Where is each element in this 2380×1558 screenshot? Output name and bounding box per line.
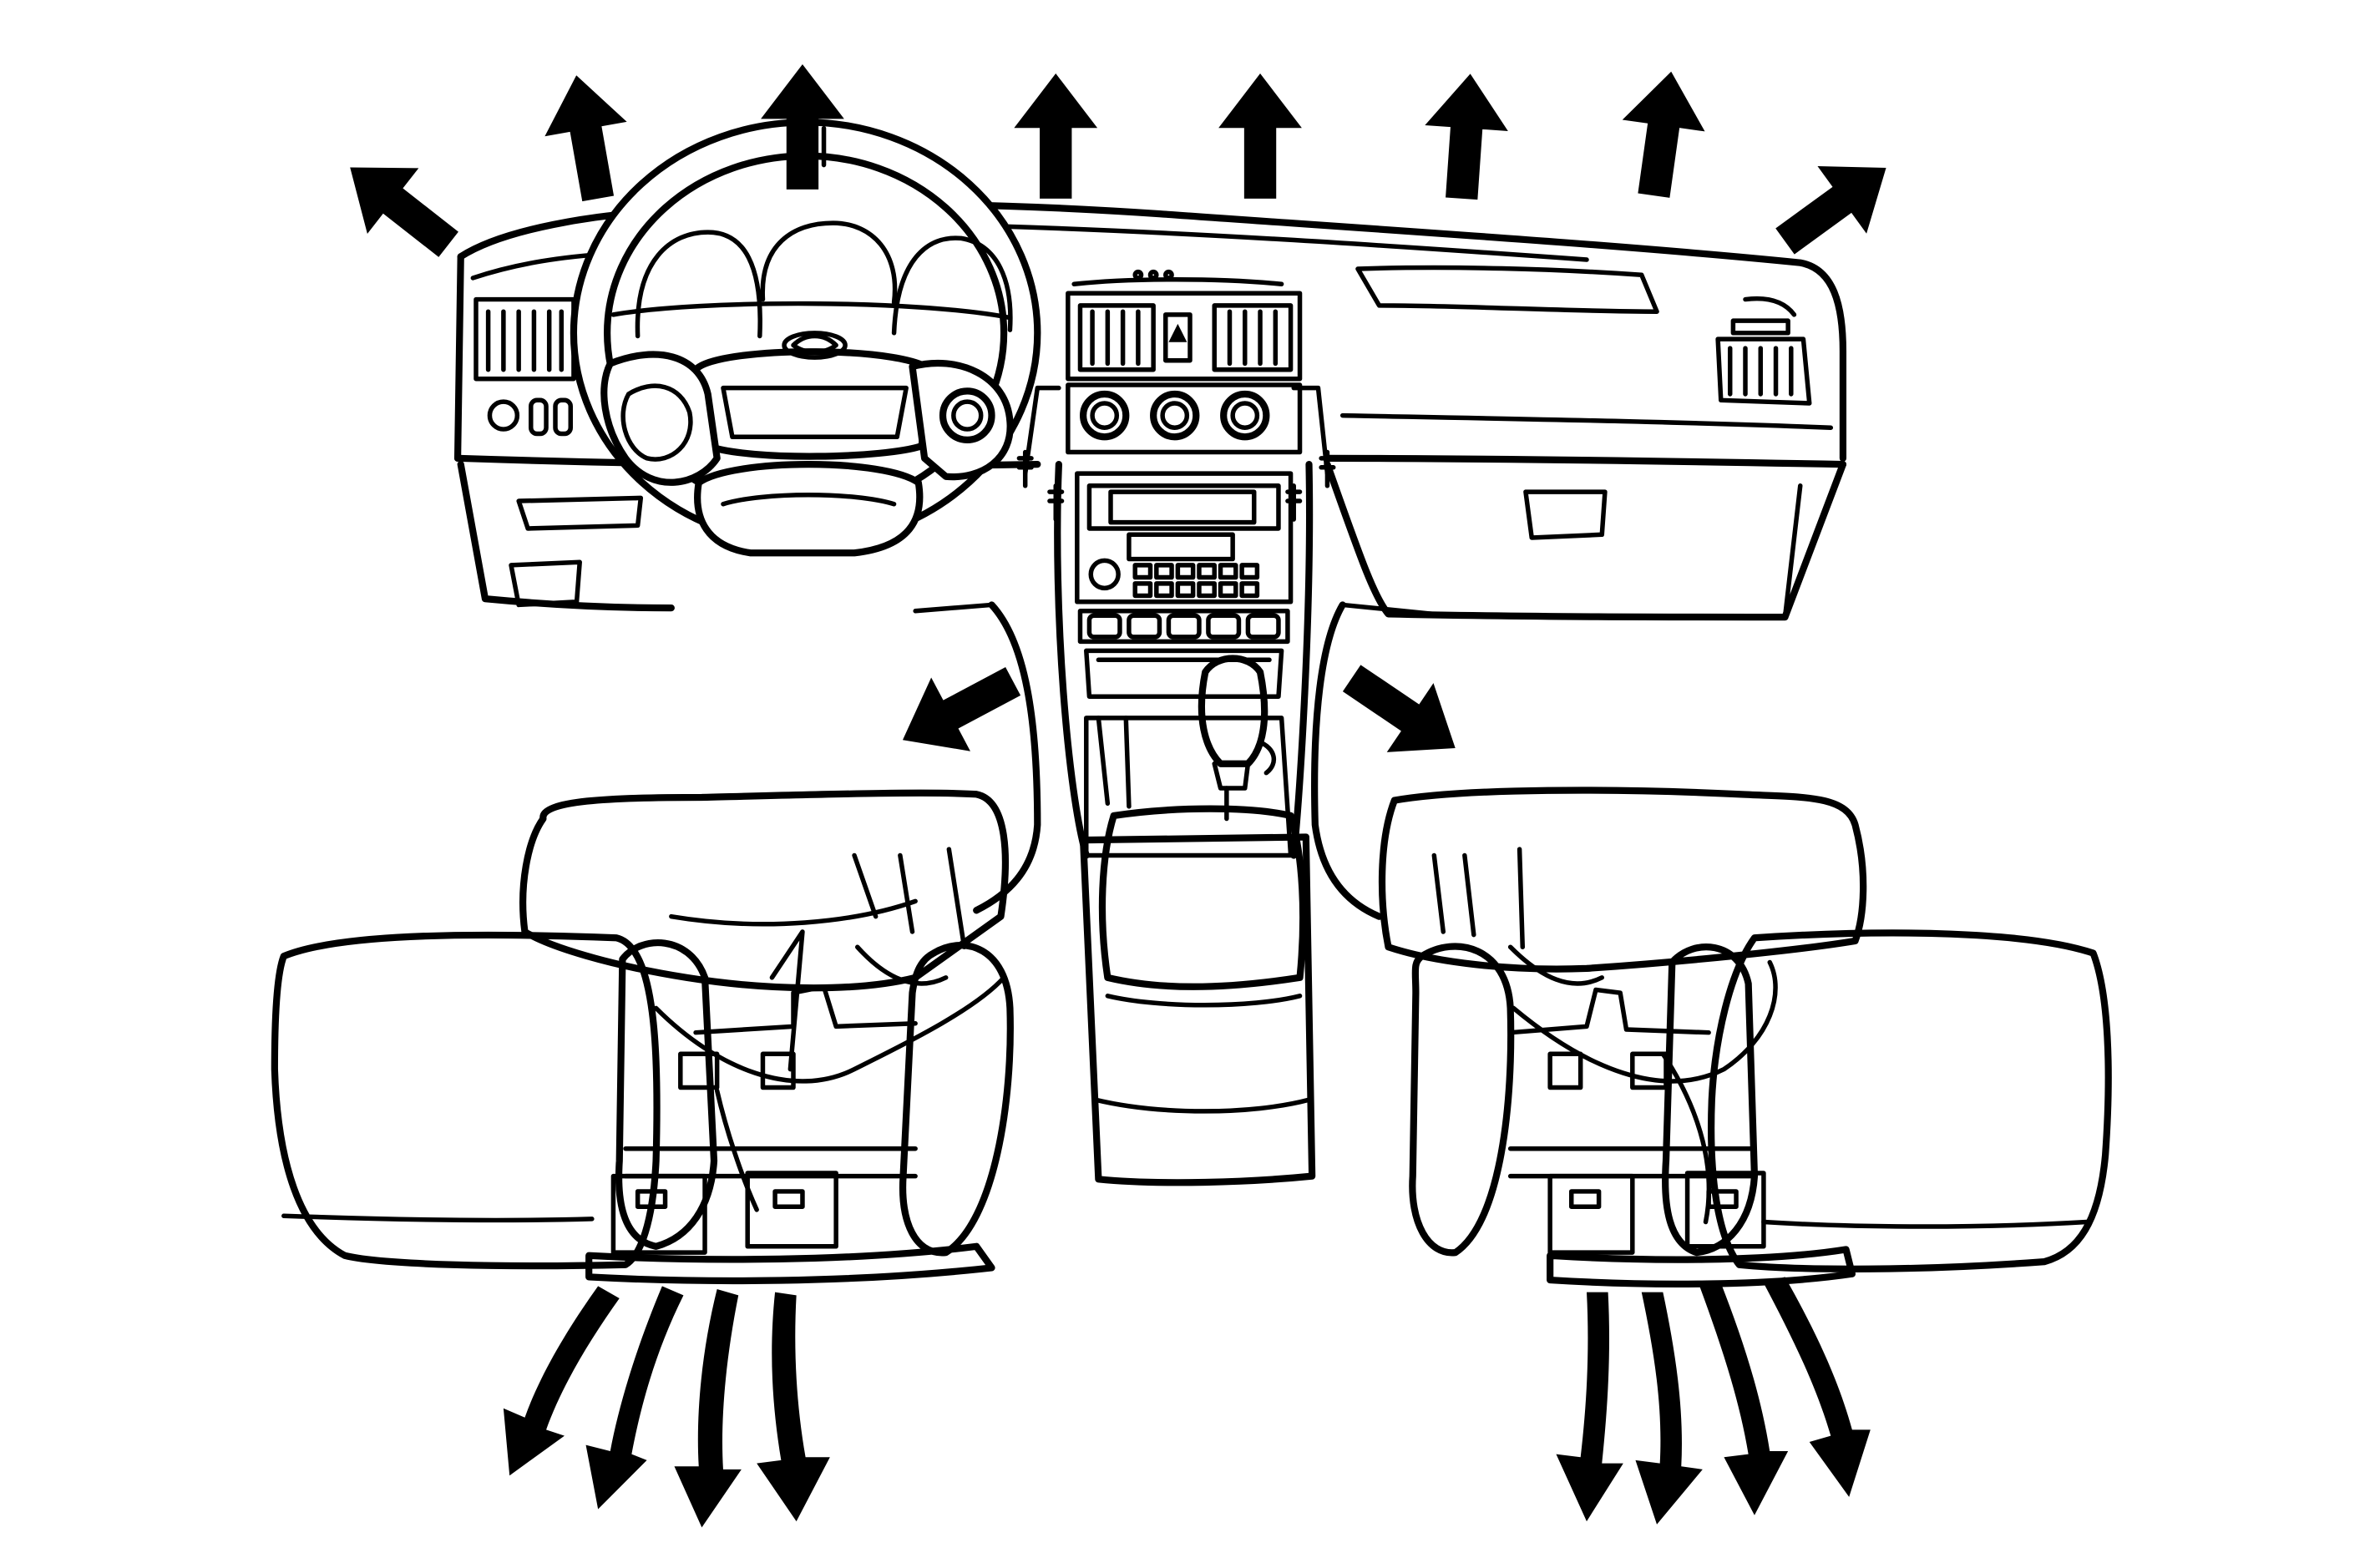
left-air-vent (473, 296, 576, 437)
dashboard (453, 200, 1847, 1186)
console-side-airflow-arrows (883, 643, 1479, 783)
rear-floor-airflow-left (503, 1286, 830, 1528)
arrow-icon (1612, 65, 1713, 202)
center-air-vents (1066, 269, 1303, 382)
driver-seat (271, 789, 1014, 1285)
arrow-icon (1420, 70, 1512, 202)
arrow-icon (1760, 134, 1911, 276)
right-air-vent (1715, 296, 1812, 406)
gear-shifter (1084, 655, 1294, 858)
arrow-icon (1328, 643, 1479, 783)
climate-controls (1066, 382, 1303, 455)
arrow-icon (535, 68, 640, 206)
switch-bank (1077, 609, 1290, 699)
passenger-seat (1378, 787, 2112, 1287)
emblem-icon (782, 331, 848, 360)
center-console (1080, 805, 1316, 1186)
arrow-icon (1218, 73, 1302, 199)
steering-wheel (570, 119, 1041, 557)
arrow-icon (1014, 73, 1098, 199)
hazard-icon (1163, 312, 1193, 363)
defrost-airflow-arrows (324, 64, 1911, 278)
arrow-icon (324, 134, 474, 278)
arrow-icon (883, 644, 1033, 777)
mounting-screws (1016, 385, 1336, 522)
rear-floor-airflow-right (1556, 1277, 1871, 1525)
